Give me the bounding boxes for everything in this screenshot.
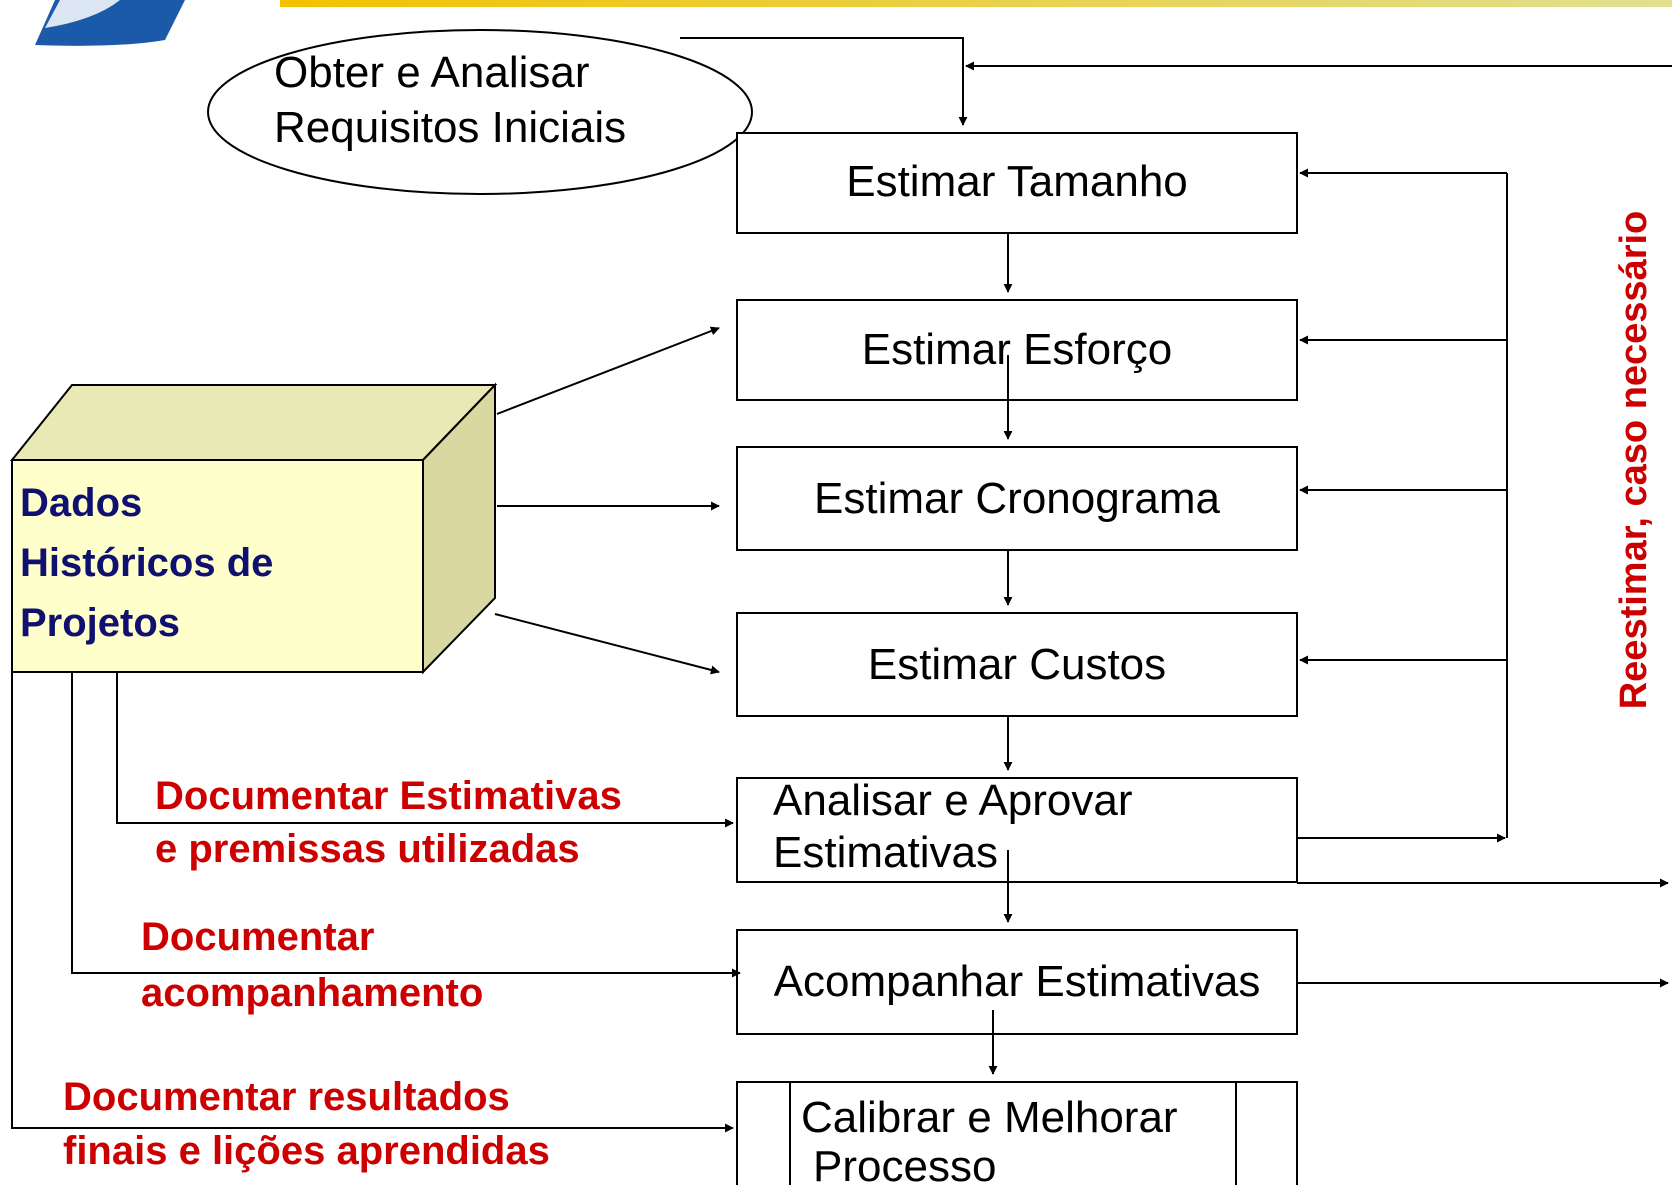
box-track-estimates <box>736 929 1298 1035</box>
historical-line3: Projetos <box>20 601 181 645</box>
cube-front <box>11 459 424 673</box>
arrow-requirements-to-size <box>680 37 968 126</box>
reestimate-label: Reestimar, caso necessário <box>1613 211 1655 710</box>
arrow-historical-to-effort <box>496 326 720 415</box>
label-estimate-size: Estimar Tamanho <box>846 157 1188 206</box>
annotation-doc-tracking-line2: acompanhamento <box>141 971 484 1015</box>
arrow-document-tracking <box>71 672 741 978</box>
requirements-line2: Requisitos Iniciais <box>274 103 627 152</box>
label-estimate-costs: Estimar Custos <box>867 640 1167 689</box>
box-calibrate <box>736 1081 1298 1185</box>
box-estimate-schedule <box>736 446 1298 551</box>
box-estimate-effort <box>736 299 1298 401</box>
annotation-doc-estimates-line2: e premissas utilizadas <box>155 827 580 871</box>
label-estimate-schedule: Estimar Cronograma <box>814 474 1220 523</box>
label-calibrate-line2: Processo <box>813 1142 997 1185</box>
label-calibrate-line1: Calibrar e Melhorar <box>801 1093 1178 1142</box>
annotation-doc-results-line2: finais e lições aprendidas <box>63 1129 550 1173</box>
header-band <box>280 0 1672 7</box>
label-estimate-effort: Estimar Esforço <box>861 325 1173 374</box>
annotation-doc-results-line1: Documentar resultados <box>63 1075 510 1119</box>
box-estimate-size <box>736 132 1298 234</box>
logo-highlight <box>45 0 120 28</box>
arrow-historical-to-costs <box>494 613 720 675</box>
label-approve-line1: Analisar e Aprovar <box>773 776 1133 825</box>
requirements-line1: Obter e Analisar <box>274 48 590 97</box>
historical-line2: Históricos de <box>20 541 274 585</box>
cube-top <box>9 384 498 461</box>
label-approve-line2: Estimativas <box>773 828 998 877</box>
requirements-ellipse <box>207 29 753 195</box>
annotation-doc-tracking-line1: Documentar <box>141 915 375 959</box>
annotation-doc-estimates-line1: Documentar Estimativas <box>155 774 622 818</box>
box-analyze-approve <box>736 777 1298 883</box>
box-estimate-costs <box>736 612 1298 717</box>
arrow-document-results <box>11 672 734 1133</box>
historical-line1: Dados <box>20 481 143 525</box>
label-track-estimates: Acompanhar Estimativas <box>773 957 1261 1006</box>
arrow-document-estimates <box>116 672 734 828</box>
